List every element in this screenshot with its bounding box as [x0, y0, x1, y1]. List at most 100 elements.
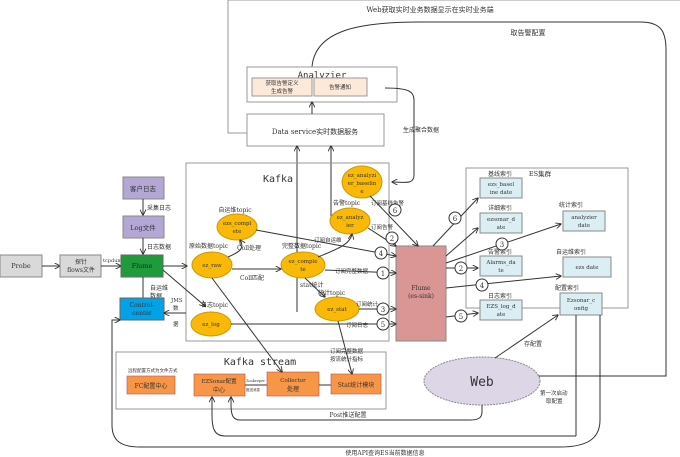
collector-box	[266, 371, 320, 397]
ez-baseline-topic	[341, 165, 383, 199]
log-box-l1: EZS_log_d	[486, 304, 516, 310]
num-circle-4a	[374, 246, 388, 260]
detail-box-l2: ate	[497, 225, 506, 231]
num-circle-2b	[454, 261, 468, 275]
analyzer-baseline-connector	[384, 87, 415, 182]
num-4a: 4	[379, 250, 384, 258]
outer-frame	[227, 0, 680, 134]
num-circle-3b	[495, 237, 509, 251]
stat-box-l2: date	[578, 223, 590, 229]
out-ops-arrow	[445, 276, 561, 289]
ez-analyzer-topic	[329, 207, 371, 235]
ez-complete-l1: ez_comple	[288, 259, 317, 265]
es-title: ES集群	[529, 169, 552, 178]
data-service-box	[246, 113, 385, 147]
complete-to-stat-arrow	[304, 277, 325, 297]
analyzer-alarm-gen	[251, 77, 313, 97]
baseline-index-label: 基线索引	[488, 170, 512, 178]
top-label: Web获取实时业务数据显示在实时业务端	[366, 5, 493, 14]
complete-to-analyzer-arrow	[317, 234, 352, 258]
analyzer-alarm-gen-l2: 生成告警	[271, 87, 294, 95]
ezsonar-center-l1: EZSonar配置	[201, 378, 237, 385]
sub-ops-label: 订阅自运维	[314, 236, 342, 244]
kafka-stream-frame	[115, 351, 387, 410]
sub-ops-arrow	[255, 229, 396, 256]
zk-label-l2: 推送消息	[246, 387, 260, 392]
stat-label: stat统计	[300, 281, 323, 289]
fc-note: 远程配置方式为文件方式	[128, 367, 178, 374]
analyzer-alarm-notify-label: 告警通知	[329, 83, 351, 91]
stat-box-l1: analyzier	[571, 215, 597, 221]
num-circle-3a	[376, 302, 390, 316]
sub-log-label: 订阅日志	[346, 321, 369, 329]
fc-center-box	[126, 375, 176, 395]
jms-l3: 据	[173, 320, 179, 328]
ez-baseline-l1: ez_analyzi	[348, 173, 377, 179]
flume-sink-l1: Flume	[411, 285, 431, 292]
num-circle-6b	[448, 211, 462, 225]
log-file-label: Log文件	[130, 223, 156, 232]
raw-to-collector-arrow	[211, 277, 282, 372]
jms-l1: JMS	[170, 298, 183, 304]
post-push-connector	[231, 397, 483, 421]
control-center-box	[119, 297, 165, 321]
sub-stat-label: 订阅统计	[356, 300, 379, 308]
ez-analyzer-l1: ez_analyz	[337, 215, 364, 221]
ez-analyzer-l2: ier	[346, 223, 354, 229]
collector-l1: Collector	[280, 378, 306, 384]
kafka-frame	[185, 162, 390, 342]
tcpdump-label: tcpdump	[103, 258, 125, 264]
detail-index-label: 详细索引	[488, 204, 512, 212]
num-4b: 4	[480, 282, 485, 290]
stat-module-label: Stat统计模块	[338, 381, 375, 389]
baseline-box-l2: ine date	[490, 190, 513, 196]
baseline-box-l1: ezs_basel	[488, 182, 515, 188]
sub-baseline-arrow	[369, 195, 418, 246]
ezsonar-center-l2: 中心	[213, 386, 225, 394]
kafka-stream-title: Kafka stream	[224, 357, 296, 368]
ez-baseline-l2: er_baselin	[348, 181, 377, 187]
save-config-arrow	[494, 315, 558, 359]
data-service-label: Data service实时数据服务	[272, 127, 358, 136]
sub-baseline-label: 订阅基线告警	[371, 199, 405, 207]
config-index-label: 配置索引	[555, 284, 579, 292]
out-detail-arrow	[445, 228, 478, 257]
log-box-l2: ate	[497, 312, 506, 318]
jms-l2: 数	[173, 304, 179, 312]
stat-module-box	[330, 373, 382, 395]
sub-alarm-label: 订阅告警	[371, 223, 394, 231]
ops-index-box	[562, 256, 612, 278]
coll-process-label: Coll处理	[237, 244, 261, 252]
num-3b: 3	[500, 241, 504, 249]
num-circle-6a	[388, 203, 402, 217]
stat-index-box	[562, 210, 606, 232]
num-circle-5b	[454, 309, 468, 323]
flume-to-log-arrow	[162, 269, 205, 306]
ops-data-l1: 自运维	[150, 284, 168, 292]
num-circle-4b	[475, 278, 489, 292]
num-2b: 2	[459, 265, 463, 273]
ops-topic-label: 自运维topic	[218, 206, 252, 214]
save-config-label: 存配置	[524, 340, 542, 348]
complete-topic-label: 完整数据topic	[282, 242, 322, 250]
num-1a: 1	[381, 270, 385, 278]
num-2a: 2	[390, 235, 394, 243]
ezs-compl-l1: ezs_compl	[223, 221, 252, 227]
collect-log-label: 采集日志	[147, 204, 171, 212]
analyzer-title: Analyzier	[298, 71, 347, 81]
config-index-box	[559, 292, 603, 316]
stat-topic-label: 统计topic	[318, 289, 346, 297]
ops-box-label: ezs date	[576, 265, 599, 271]
post-push-label: Post推送配置	[330, 411, 367, 419]
alarm-box-l1: Alarms_da	[485, 260, 516, 266]
fc-center-label: FC配置中心	[135, 382, 168, 390]
zk-label-l1: Zookeeper	[246, 379, 265, 383]
client-log-label: 客户日志	[130, 184, 157, 193]
sub-complete-stat-l2: 按流统计指标	[330, 355, 364, 363]
kafka-title: Kafka	[263, 174, 293, 185]
api-query-label: 使用API查询ES当前数据信息	[345, 449, 424, 457]
num-5b: 5	[459, 313, 463, 321]
config-to-ezsonar-connector	[212, 397, 576, 437]
num-circle-5a	[376, 317, 390, 331]
